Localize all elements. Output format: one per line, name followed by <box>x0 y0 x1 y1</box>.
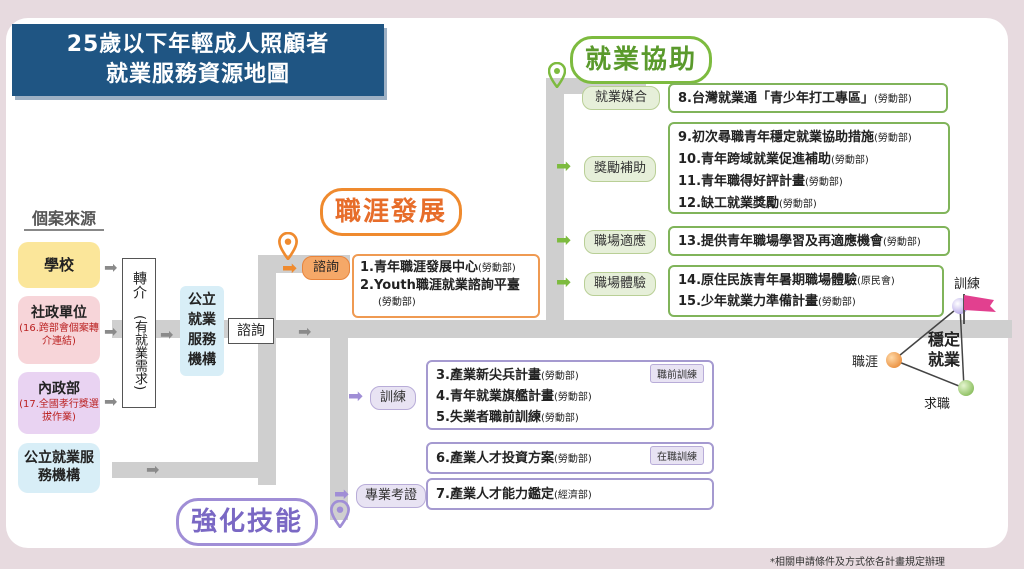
page-title: 25歲以下年輕成人照顧者 就業服務資源地圖 <box>12 24 384 96</box>
footnote: *相關申請條件及方式依各計畫規定辦理 <box>770 557 945 568</box>
matching-box: 8.台灣就業通「青少年打工專區」(勞動部) <box>668 83 948 113</box>
road-public-source <box>112 462 272 478</box>
career-arrow: ➡ <box>282 258 298 279</box>
source-public-agency: 公立就業服務機構 <box>18 443 100 493</box>
cert-box: 7.產業人才能力鑑定(經濟部) <box>426 478 714 510</box>
goal-node-job <box>958 380 974 396</box>
sources-heading: 個案來源 <box>24 205 104 231</box>
pin-orange-icon <box>278 232 298 260</box>
arrow-to-public-agency: ➡ <box>160 325 174 344</box>
incentive-box: 9.初次尋職青年穩定就業協助措施(勞動部) 10.青年跨域就業促進補助(勞動部)… <box>668 122 950 214</box>
road-left-vertical <box>258 255 276 485</box>
goal-label-job: 求職 <box>924 397 951 412</box>
section-skills: 強化技能 <box>176 498 319 546</box>
matching-tag: 就業媒合 <box>582 86 660 110</box>
incentive-arrow: ➡ <box>556 156 572 177</box>
consult-box: 諮詢 <box>228 318 274 344</box>
on-job-badge: 在職訓練 <box>650 446 704 465</box>
cert-arrow: ➡ <box>334 484 350 505</box>
career-tag: 諮詢 <box>302 256 350 280</box>
road-skills-vertical <box>330 320 348 520</box>
adapt-arrow: ➡ <box>556 230 572 251</box>
goal-label-career: 職涯 <box>852 355 879 370</box>
arrow-interior: ➡ <box>104 392 118 411</box>
adapt-box: 13.提供青年職場學習及再適應機會(勞動部) <box>668 226 950 256</box>
experience-box: 14.原住民族青年暑期職場體驗(原民會) 15.少年就業力準備計畫(勞動部) <box>668 265 944 317</box>
arrow-school: ➡ <box>104 258 118 277</box>
adapt-tag: 職場適應 <box>584 230 656 254</box>
title-line2: 就業服務資源地圖 <box>105 62 290 87</box>
goal-triangle <box>893 305 965 389</box>
pre-job-badge: 職前訓練 <box>650 364 704 383</box>
experience-tag: 職場體驗 <box>584 272 656 296</box>
public-agency-box: 公立就業服務機構 <box>180 286 224 376</box>
experience-arrow: ➡ <box>556 272 572 293</box>
source-social: 社政單位 (16.跨部會個案轉介連結) <box>18 296 100 364</box>
arrow-public: ➡ <box>146 460 160 479</box>
training-arrow: ➡ <box>348 386 364 407</box>
training-tag: 訓練 <box>370 386 416 410</box>
goal-label-stable: 穩定就業 <box>927 330 960 369</box>
career-box: 1.青年職涯發展中心(勞動部) 2.Youth職涯就業諮詢平臺 (勞動部) <box>352 254 540 318</box>
arrow-to-consult: ➡ <box>298 322 312 341</box>
road-employment-vertical <box>546 78 564 338</box>
flag-icon <box>963 294 996 324</box>
pin-green-icon <box>548 62 566 88</box>
referral-box: 轉介 (有就業需求) <box>122 258 156 408</box>
title-line1: 25歲以下年輕成人照顧者 <box>66 32 330 57</box>
goal-node-career <box>886 352 902 368</box>
incentive-tag: 獎勵補助 <box>584 156 656 182</box>
arrow-social: ➡ <box>104 322 118 341</box>
section-career: 職涯發展 <box>320 188 463 236</box>
section-employment: 就業協助 <box>570 36 713 84</box>
cert-tag: 專業考證 <box>356 484 426 508</box>
pin-purple-icon <box>330 500 350 528</box>
source-school: 學校 <box>18 242 100 288</box>
source-interior: 內政部 (17.全國孝行獎選拔作業) <box>18 372 100 434</box>
goal-label-training: 訓練 <box>954 277 981 292</box>
